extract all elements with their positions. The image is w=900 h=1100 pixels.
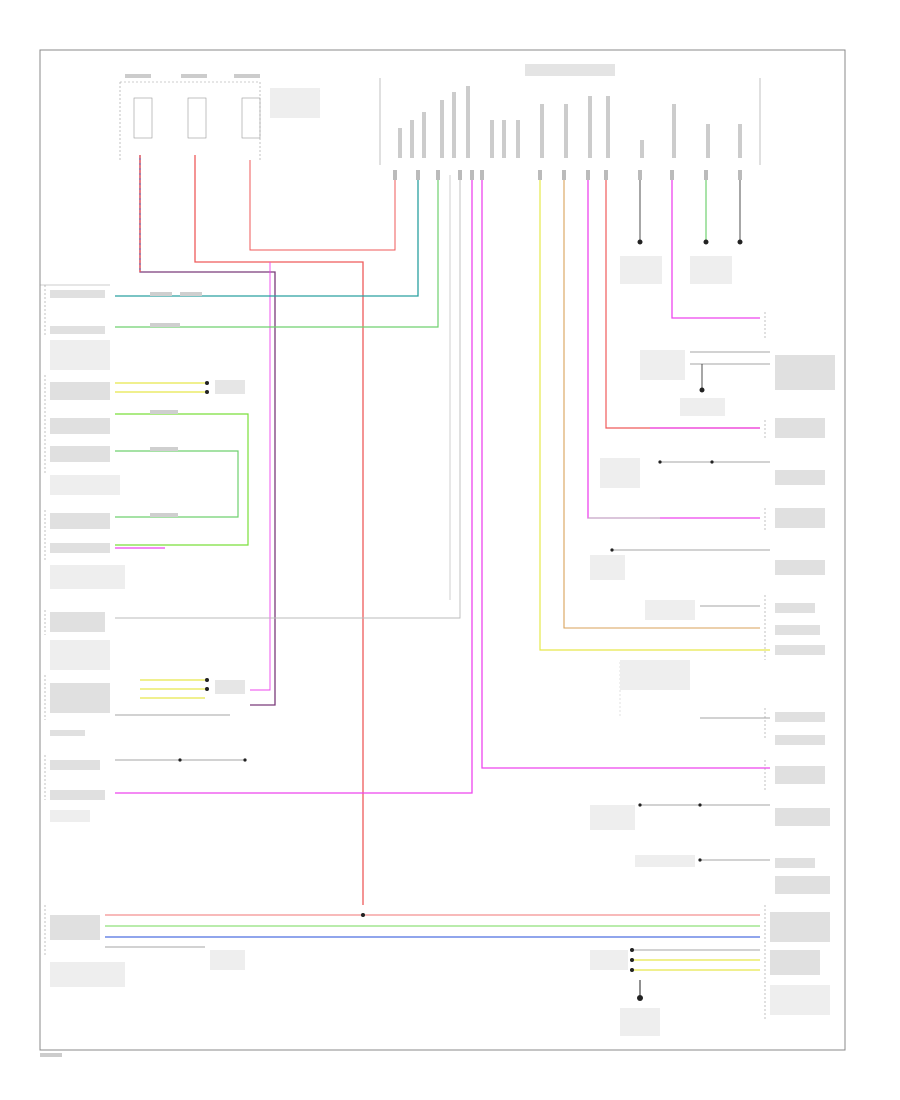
splice-dot-icon: [630, 948, 634, 952]
fuse-label-2: [181, 74, 207, 78]
wire-group-lower-left: [115, 175, 770, 794]
module-pin-ticks: [393, 170, 742, 180]
splice-dot-icon: [205, 390, 209, 394]
splice-dot-icon: [630, 968, 634, 972]
module-header-top: [379, 64, 761, 165]
right-component-stack: [590, 312, 835, 894]
ground-icon: [703, 239, 709, 245]
wire-group-right: [539, 175, 770, 651]
splice-dot-icon: [205, 381, 209, 385]
fuse-label-1: [125, 74, 151, 78]
splice-dot-icon: [205, 687, 209, 691]
fuse-1: [133, 97, 153, 139]
diagram-frame: [39, 49, 846, 1051]
splice-dot-icon: [361, 913, 365, 917]
fuse-block-top: [119, 74, 320, 160]
wire-group-seatbelt: [115, 380, 249, 549]
wire-group-ignition: [115, 678, 245, 716]
wire-group-fuses: [139, 155, 396, 905]
fuse-block-note: [270, 88, 320, 118]
ground-icon: [637, 239, 643, 245]
fuse-label-3: [234, 74, 260, 78]
splice-dot-icon: [205, 678, 209, 682]
ground-icon: [699, 387, 705, 393]
wire-group-upper-left: [115, 175, 439, 328]
fuse-2: [187, 97, 207, 139]
left-component-stack: [40, 284, 125, 987]
splice-dot-icon: [630, 958, 634, 962]
wire-gray-signal: [115, 175, 461, 619]
fuse-3: [241, 97, 261, 139]
pin-label-column: [398, 86, 742, 158]
wire-group-bottom-bus: [105, 905, 830, 1036]
footer-code: [40, 1053, 62, 1057]
ground-icon: [737, 239, 743, 245]
ground-icon: [637, 995, 643, 1001]
module-title: [525, 64, 615, 76]
